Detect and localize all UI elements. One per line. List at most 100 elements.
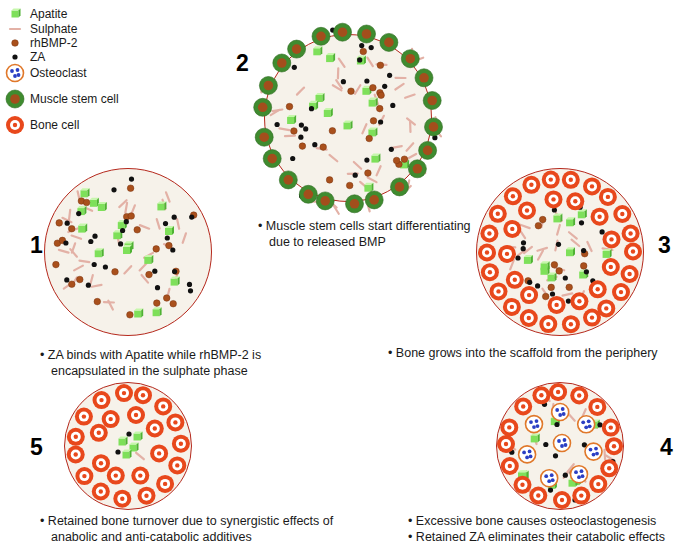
za-dot (543, 442, 548, 447)
za-dot (535, 283, 540, 288)
rhbmp-dot (326, 177, 333, 184)
bone-cell-icon (532, 386, 550, 404)
bone-cell-icon (75, 408, 93, 426)
sulphate-dash (177, 219, 179, 229)
caption-bullet: • Muscle stem cells start differentiatin… (258, 218, 480, 250)
rhbmp-dot (360, 48, 367, 55)
sulphate-dash (136, 453, 144, 459)
apatite-cube (153, 307, 162, 316)
apatite-cube (119, 437, 128, 446)
muscle-stem-cell-icon (255, 128, 273, 146)
sulphate-dash (354, 162, 361, 169)
sulphate-dash (405, 95, 414, 98)
za-dot (165, 235, 170, 240)
bone-cell-icon (520, 286, 538, 304)
sulphate-dash (520, 225, 529, 228)
sulphate-dash (166, 192, 170, 201)
sulphate-dash (330, 155, 338, 161)
osteoclast-icon (571, 466, 588, 483)
za-dot (554, 422, 559, 427)
bone-cell-icon (520, 309, 538, 327)
rhbmp-dot (548, 284, 555, 291)
za-dot (597, 422, 602, 427)
sulphate-dash (537, 248, 547, 251)
legend-symbol (4, 32, 26, 54)
bone-cell-icon (570, 292, 588, 310)
legend-label: Sulphate (30, 20, 77, 38)
bone-cell-icon (624, 243, 642, 261)
sulphate-dash (395, 84, 403, 90)
sulphate-dash (140, 225, 149, 229)
sulphate-dash (74, 266, 83, 271)
sulphate-dash (72, 236, 81, 239)
za-dot (357, 57, 362, 62)
muscle-stem-cell-icon (401, 50, 419, 68)
sulphate-dash (92, 285, 102, 287)
bone-cell-icon (134, 386, 152, 404)
legend-symbol (4, 62, 26, 84)
apatite-cube (364, 183, 373, 192)
rhbmp-dot (134, 227, 141, 234)
legend-symbol-group (12, 9, 21, 18)
za-dot (188, 288, 193, 293)
apatite-cube (134, 432, 143, 441)
rhbmp-dot (539, 216, 546, 223)
step-number: 1 (30, 232, 43, 258)
step-caption: • Muscle stem cells start differentiatin… (258, 218, 480, 250)
za-dot (172, 215, 177, 220)
sulphate-dash (410, 122, 411, 132)
rhbmp-dot (154, 300, 161, 307)
za-dot (390, 103, 395, 108)
stage-circle: 2• Muscle stem cells start differentiati… (264, 34, 432, 202)
bone-cell-icon (613, 205, 631, 223)
za-dot (170, 247, 175, 252)
muscle-stem-cell-icon (279, 171, 297, 189)
caption-bullet: • Bone grows into the scaffold from the … (388, 345, 678, 361)
za-dot (64, 277, 69, 282)
caption-bullet: • Retained ZA eliminates their catabolic… (408, 529, 690, 545)
rhbmp-dot (525, 278, 532, 285)
bone-cell-icon (154, 397, 172, 415)
bone-cell-icon (504, 187, 522, 205)
legend-label: Muscle stem cell (30, 90, 119, 108)
legend-symbol (4, 88, 26, 110)
sulphate-dash (285, 135, 295, 137)
za-dot (120, 228, 125, 233)
sulphate-dash (407, 143, 414, 150)
legend-item: Sulphate (4, 20, 144, 38)
scaffold-outline (65, 383, 192, 510)
caption-bullet: • ZA binds with Apatite while rhBMP-2 is… (40, 347, 290, 379)
apatite-cube (524, 255, 533, 264)
scaffold-illustration (496, 382, 624, 510)
sulphate-dash (69, 210, 70, 220)
sulphate-dash (377, 166, 381, 175)
rhbmp-dot (170, 300, 177, 307)
bone-cell-icon (566, 192, 584, 210)
muscle-stem-cell-icon (408, 160, 426, 178)
muscle-stem-cell-icon (334, 23, 352, 41)
bone-cell-icon (518, 202, 536, 220)
legend-item: Apatite (4, 5, 144, 23)
za-dot (88, 239, 93, 244)
muscle-stem-cell-icon (380, 33, 398, 51)
apatite-cube (313, 46, 322, 55)
step-caption: • Excessive bone causes osteoclastogenes… (408, 513, 690, 545)
sulphate-dash (59, 250, 69, 253)
bone-cell-icon (539, 315, 557, 333)
apatite-cube (531, 433, 540, 442)
step-number: 3 (658, 232, 671, 258)
apatite-cube (357, 56, 366, 65)
apatite-cube (316, 93, 325, 102)
legend-item: Osteoclast (4, 64, 144, 82)
sulphate-dash (79, 261, 89, 263)
bone-cell-icon (548, 296, 566, 314)
bone-cell-icon (92, 483, 110, 501)
rhbmp-dot (127, 185, 134, 192)
za-dot (124, 219, 129, 224)
bone-cell-icon (589, 475, 607, 493)
osteoclast-icon (585, 443, 602, 460)
sulphate-dash (557, 225, 560, 235)
sulphate-dash (272, 110, 282, 112)
rhbmp-dot (378, 92, 385, 99)
scaffold-contents (67, 384, 190, 508)
